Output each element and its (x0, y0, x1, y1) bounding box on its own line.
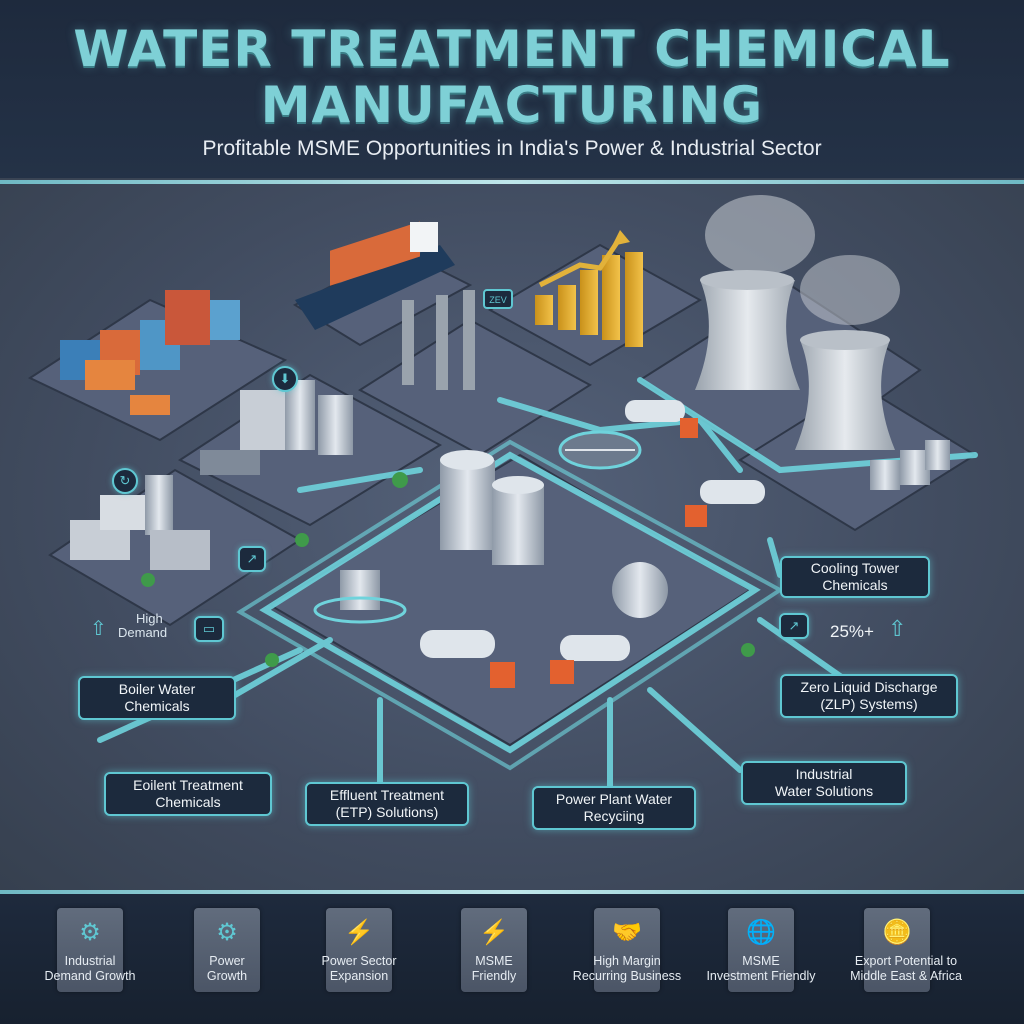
industrial-scene: ZEV (0, 184, 1024, 890)
tile-label-line: MSME (742, 954, 780, 968)
label-line: Effluent Treatment (329, 787, 445, 803)
location-pin-icon: ⬇ (272, 366, 298, 392)
growth-circle-icon: ↻ (112, 468, 138, 494)
lightning-icon: ⚡ (479, 919, 509, 946)
tile-label-line: Power Sector (321, 954, 397, 968)
cargo-ship (295, 221, 455, 330)
high-demand-line1: High (136, 611, 163, 626)
gear-icon: ⚙ (216, 919, 238, 946)
chimneys (402, 290, 475, 390)
tile-label-line: Middle East & Africa (850, 969, 962, 983)
tile-label-line: Industrial (64, 954, 116, 968)
tile-label: Industrial Demand Growth (15, 954, 165, 984)
header-divider (0, 180, 1024, 184)
tile-label-line: Investment Friendly (706, 969, 816, 983)
tile-label: Power Sector Expansion (284, 954, 434, 984)
sign-badge-text: ZEV (489, 295, 507, 305)
label-line: Recyciing (583, 808, 645, 824)
chart-badge-icon: ↗ (238, 546, 266, 572)
tile-label-line: High Margin (593, 954, 661, 968)
tile-export-potential[interactable]: 🪙 (864, 908, 930, 992)
label-power-plant-water-recycling[interactable]: Power Plant Water Recyciing (532, 786, 696, 830)
label-line: Eoilent Treatment (133, 777, 243, 793)
tile-label: Export Potential to Middle East & Africa (822, 954, 990, 984)
tile-label: Power Growth (152, 954, 302, 984)
trees (141, 472, 755, 667)
central-storage-tanks (313, 450, 668, 624)
clarifier-tank (558, 430, 642, 470)
tile-label-line: Friendly (471, 969, 517, 983)
tile-label: MSME Friendly (419, 954, 569, 984)
tile-msme-investment[interactable]: 🌐 (728, 908, 794, 992)
page-subtitle: Profitable MSME Opportunities in India's… (202, 137, 822, 160)
label-line: Chemicals (822, 577, 888, 593)
high-demand-text: High Demand (118, 612, 167, 640)
label-line: (ZLP) Systems) (820, 696, 918, 712)
scene-illustration: ZEV (27, 195, 978, 808)
page-title-line2: MANUFACTURING (260, 76, 764, 134)
gear-icon: ⚙ (79, 919, 101, 946)
cash-badge-icon: ▭ (194, 616, 224, 642)
label-effluent-treatment-solutions[interactable]: Effluent Treatment (ETP) Solutions) (305, 782, 469, 826)
up-arrow-right-icon: ⇧ (888, 616, 907, 641)
tile-label-line: Recurring Business (572, 969, 682, 983)
growth-stat: 25%+ (830, 622, 874, 641)
tile-label: High Margin Recurring Business (552, 954, 702, 984)
label-line: Boiler Water (118, 681, 196, 697)
header-banner: WATER TREATMENT CHEMICAL MANUFACTURING P… (0, 0, 1024, 178)
high-demand-line2: Demand (118, 625, 168, 640)
left-factory (70, 475, 210, 570)
label-boiler-water-chemicals[interactable]: Boiler Water Chemicals (78, 676, 236, 720)
coins-icon: 🪙 (882, 919, 912, 946)
cooling-towers (695, 195, 900, 450)
tile-high-margin[interactable]: 🤝 (594, 908, 660, 992)
page-title-line1: WATER TREATMENT CHEMICAL (73, 20, 951, 78)
tile-label-line: MSME (475, 954, 513, 968)
label-line: Power Plant Water (555, 791, 673, 807)
shipping-containers (60, 290, 240, 415)
label-line: Water Solutions (774, 783, 874, 799)
handshake-icon: 🤝 (612, 919, 642, 946)
label-industrial-water-solutions[interactable]: Industrial Water Solutions (741, 761, 907, 805)
tile-label: MSME Investment Friendly (686, 954, 836, 984)
sign-badge (483, 289, 513, 309)
tanker-trucks (420, 400, 765, 688)
tile-label-line: Demand Growth (44, 969, 136, 983)
growth-bars-icon (535, 230, 643, 347)
label-line: Chemicals (124, 698, 190, 714)
tile-label-line: Power (209, 954, 245, 968)
label-eoilent-treatment-chemicals[interactable]: Eoilent Treatment Chemicals (104, 772, 272, 816)
tile-msme-friendly[interactable]: ⚡ (461, 908, 527, 992)
label-line: Zero Liquid Discharge (800, 679, 938, 695)
tile-industrial-demand[interactable]: ⚙ (57, 908, 123, 992)
refinery-buildings (200, 380, 353, 475)
tile-power-sector-expansion[interactable]: ⚡ (326, 908, 392, 992)
label-zero-liquid-discharge[interactable]: Zero Liquid Discharge (ZLP) Systems) (780, 674, 958, 718)
tile-power-growth[interactable]: ⚙ (194, 908, 260, 992)
label-line: (ETP) Solutions) (335, 804, 439, 820)
right-storage-tanks (870, 440, 950, 490)
tile-label-line: Expansion (329, 969, 389, 983)
label-line: Chemicals (155, 794, 221, 810)
tile-label-line: Export Potential to (854, 954, 958, 968)
footer-divider (0, 890, 1024, 894)
tile-label-line: Growth (206, 969, 248, 983)
benefits-footer: ⚙ Industrial Demand Growth ⚙ Power Growt… (0, 894, 1024, 1024)
label-line: Industrial (795, 766, 853, 782)
up-arrow-icon: ⇧ (90, 618, 107, 640)
chart-badge-right-icon: ↗ (779, 613, 809, 639)
globe-icon: 🌐 (746, 919, 776, 946)
lightning-icon: ⚡ (344, 919, 374, 946)
label-line: Cooling Tower (810, 560, 900, 576)
label-cooling-tower-chemicals[interactable]: Cooling Tower Chemicals (780, 556, 930, 598)
